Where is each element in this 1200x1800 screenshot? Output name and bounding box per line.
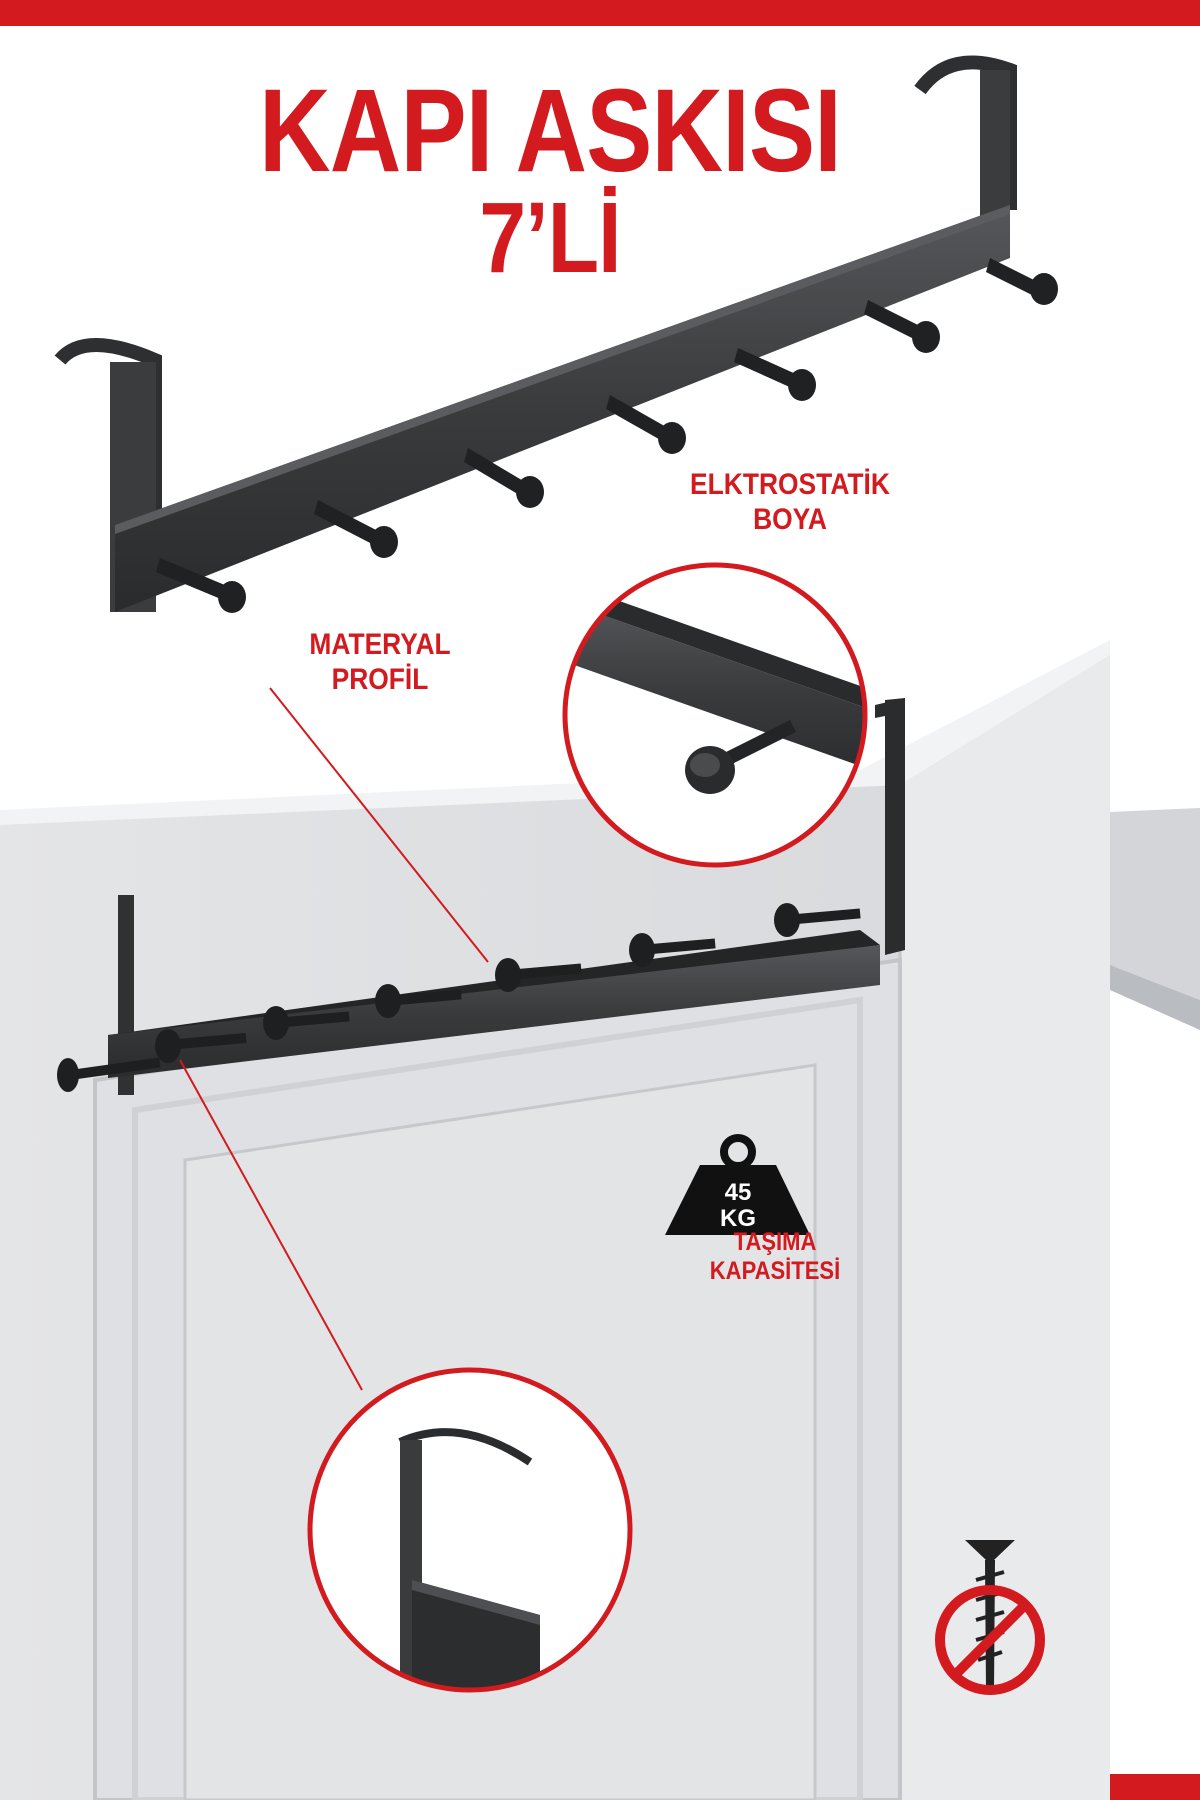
weight-unit: KG <box>720 1205 756 1232</box>
weight-value: 45 <box>725 1179 752 1206</box>
coating-label: ELKTROSTATİK BOYA <box>649 468 931 537</box>
weight-icon: 45 KG <box>665 1134 810 1235</box>
zoom-circle-coating <box>562 562 868 868</box>
hook-pointer-line <box>179 1059 363 1391</box>
page-subtitle: 7’Lİ <box>479 182 621 294</box>
material-label-line1: MATERYAL <box>309 628 451 661</box>
capacity-label: TAŞIMA KAPASİTESİ <box>647 1228 902 1286</box>
coating-label-line2: BOYA <box>753 502 827 536</box>
coating-label-line1: ELKTROSTATİK <box>690 468 890 501</box>
material-pointer-line <box>269 687 489 963</box>
capacity-label-line1: TAŞIMA <box>733 1228 817 1256</box>
capacity-label-line2: KAPASİTESİ <box>709 1256 841 1285</box>
material-label-line2: PROFİL <box>331 662 429 696</box>
hanger-product <box>54 55 1058 613</box>
no-screw-icon <box>935 1540 1045 1695</box>
zoom-circle-hook <box>307 1367 633 1693</box>
page-title: KAPI ASKISI <box>259 65 842 197</box>
top-red-bar <box>0 0 1200 26</box>
hanger-mounted <box>57 698 905 1095</box>
material-label: MATERYAL PROFİL <box>266 628 495 697</box>
